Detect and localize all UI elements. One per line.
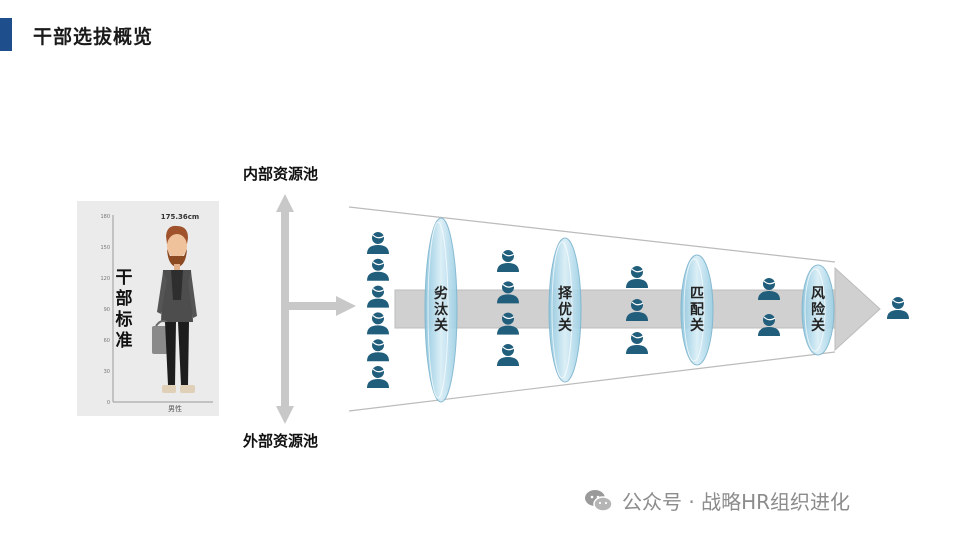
- gate-label-char: 风: [811, 286, 825, 302]
- gate: 风险关: [802, 265, 834, 355]
- gate: 劣汰关: [425, 218, 457, 402]
- person-icon: [367, 339, 389, 361]
- person-icon: [367, 286, 389, 308]
- gate-label-char: 劣: [434, 285, 448, 302]
- y-tick-label: 180: [100, 214, 110, 220]
- gate-label-char: 匹: [690, 286, 704, 302]
- gate-label-char: 择: [558, 285, 573, 302]
- y-tick-label: 30: [104, 369, 110, 375]
- person-icon: [758, 278, 780, 300]
- watermark: 公众号 · 战略HR组织进化: [584, 486, 850, 515]
- wechat-icon: [584, 488, 614, 514]
- person-icon: [367, 366, 389, 388]
- gate-label-char: 配: [690, 302, 704, 318]
- person-icon: [626, 266, 648, 288]
- gate-label-char: 险: [811, 301, 826, 318]
- gate-label-char: 关: [558, 317, 572, 334]
- gate-label-char: 关: [811, 317, 825, 334]
- y-tick-label: 90: [104, 307, 110, 313]
- person-icon: [497, 250, 519, 272]
- gate-label-char: 优: [558, 301, 572, 318]
- y-tick-label: 120: [100, 276, 110, 282]
- person-icon: [367, 232, 389, 254]
- height-value-label: 175.36cm: [161, 213, 199, 221]
- gender-label: 男性: [168, 404, 182, 413]
- person-icon: [497, 344, 519, 366]
- y-tick-label: 60: [104, 338, 110, 344]
- person-icon: [367, 312, 389, 334]
- gate-label-char: 汰: [434, 301, 449, 318]
- y-tick-label: 150: [100, 245, 110, 251]
- person-icon: [626, 332, 648, 354]
- pool-inflow-arrows: [276, 194, 356, 424]
- watermark-text: 公众号 · 战略HR组织进化: [622, 486, 850, 515]
- person-icon: [367, 259, 389, 281]
- gate: 匹配关: [681, 255, 713, 365]
- gate-label-char: 关: [690, 317, 704, 334]
- standard-man-illustration: [152, 226, 197, 393]
- person-icon: [887, 297, 909, 319]
- standard-card-label: 干部标准: [112, 268, 136, 352]
- y-tick-label: 0: [107, 400, 110, 406]
- gate-label-char: 关: [434, 317, 448, 334]
- gate: 择优关: [549, 238, 581, 382]
